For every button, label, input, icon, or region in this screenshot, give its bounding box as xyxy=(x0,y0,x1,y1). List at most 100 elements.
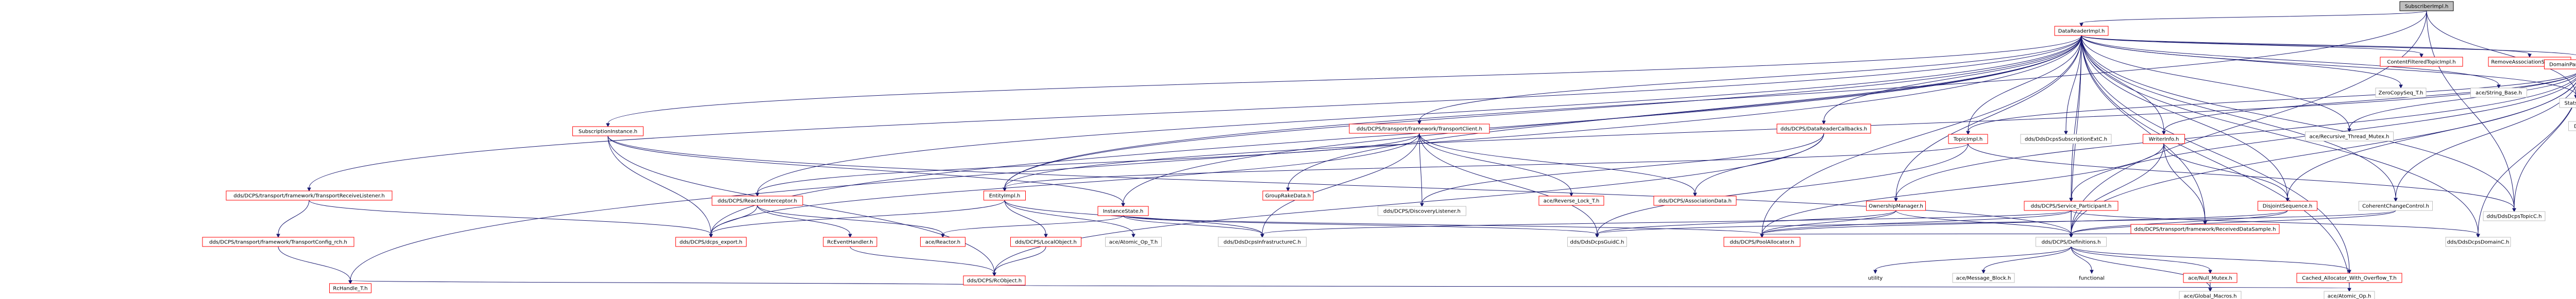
node-box xyxy=(1349,124,1490,134)
edge-line xyxy=(1419,133,1696,194)
edge-line xyxy=(757,35,2082,194)
edge-line xyxy=(1694,133,1824,194)
node-rcobj[interactable]: dds/DCPS/RcObject.h xyxy=(963,275,1026,286)
node-disjoint[interactable]: DisjointSequence.h xyxy=(2258,201,2317,211)
edge-line xyxy=(1968,73,2576,132)
edge-svcpart-to-infra xyxy=(1260,210,2072,238)
node-box xyxy=(2544,59,2576,69)
node-export[interactable]: dds/DCPS/dcps_export.h xyxy=(675,237,747,247)
edge-transclient-to-disclist xyxy=(1419,133,1424,207)
edge-drimpl-to-disjoint xyxy=(2081,35,2290,202)
node-box xyxy=(1952,273,2015,283)
edge-line xyxy=(2349,76,2576,129)
node-entity[interactable]: EntityImpl.h xyxy=(984,190,1026,201)
node-rchandle[interactable]: RcHandle_T.h xyxy=(329,283,371,293)
node-root: SubscriberImpl.h xyxy=(2399,1,2454,11)
edge-drimpl-to-subinst xyxy=(606,35,2082,128)
node-label: ace/Reactor.h xyxy=(925,240,960,245)
edge-drcb-to-disclist xyxy=(1420,133,1824,207)
node-transclient[interactable]: dds/DCPS/transport/framework/TransportCl… xyxy=(1349,124,1490,134)
edge-arrowhead xyxy=(2399,84,2403,89)
edge-line xyxy=(607,135,2072,235)
edge-dpimpl-to-wrt xyxy=(2162,74,2576,135)
node-msgblock: ace/Message_Block.h xyxy=(1952,273,2015,283)
node-box xyxy=(2179,291,2242,299)
edge-line xyxy=(2395,85,2576,199)
edge-arrowhead xyxy=(2090,270,2094,274)
node-reactori[interactable]: dds/DCPS/ReactorInterceptor.h xyxy=(711,196,803,206)
edge-arrowhead xyxy=(2069,234,2073,238)
node-atomic: ace/Atomic_Op_T.h xyxy=(1105,237,1162,247)
node-wrt[interactable]: WriterInfo.h xyxy=(2143,134,2185,144)
edge-arrowhead xyxy=(606,123,610,128)
edge-line xyxy=(607,135,1124,204)
edge-line xyxy=(2081,35,2479,235)
node-inst[interactable]: InstanceState.h xyxy=(1097,206,1149,216)
node-drimpl[interactable]: DataReaderImpl.h xyxy=(2054,26,2109,36)
edge-arrowhead xyxy=(2208,288,2212,292)
node-trl[interactable]: dds/DCPS/transport/framework/TransportRe… xyxy=(226,190,393,201)
edge-root-to-entity xyxy=(1003,10,2427,192)
node-assocdata[interactable]: dds/DCPS/AssociationData.h xyxy=(1653,196,1737,206)
edge-line xyxy=(1761,210,2288,235)
node-label: WriterInfo.h xyxy=(2149,137,2179,143)
node-disclist: dds/DCPS/DiscoveryListener.h xyxy=(1378,206,1466,216)
edge-line xyxy=(2065,35,2082,132)
edge-line xyxy=(1421,133,1824,204)
edge-line xyxy=(1761,210,1896,235)
node-cached[interactable]: Cached_Allocator_With_Overflow_T.h xyxy=(2296,273,2402,283)
edge-root-to-topicc xyxy=(2426,10,2516,213)
edge-line xyxy=(2163,143,2206,222)
edge-line xyxy=(1419,133,1572,194)
node-rcevt[interactable]: RcEventHandler.h xyxy=(823,237,877,247)
edge-arrowhead xyxy=(1569,192,1573,197)
edge-arrowhead xyxy=(941,234,945,238)
edge-arrowhead xyxy=(1420,203,1424,207)
node-box xyxy=(2483,211,2546,221)
node-box xyxy=(1866,201,1926,211)
edge-arrowhead xyxy=(1966,131,1970,135)
node-drcb[interactable]: dds/DCPS/DataReaderCallbacks.h xyxy=(1776,124,1871,134)
edge-line xyxy=(850,246,995,273)
node-cftimpl[interactable]: ContentFilteredTopicImpl.h xyxy=(2380,57,2463,67)
node-box xyxy=(2258,201,2317,211)
node-reactor[interactable]: ace/Reactor.h xyxy=(920,237,965,247)
edge-line xyxy=(2081,35,2576,96)
node-revlock[interactable]: ace/Reverse_Lock_T.h xyxy=(1538,196,1604,206)
node-label: CoherentChangeControl.h xyxy=(2362,204,2429,209)
node-localobj[interactable]: dds/DCPS/LocalObject.h xyxy=(1010,237,1081,247)
node-rds[interactable]: dds/DCPS/transport/framework/ReceivedDat… xyxy=(2130,224,2280,234)
node-label: dds/DCPS/RcObject.h xyxy=(967,278,1022,284)
edge-dpimpl-to-coherent xyxy=(2394,85,2576,202)
node-svcpart[interactable]: dds/DCPS/Service_Participant.h xyxy=(2024,201,2119,211)
node-pool[interactable]: dds/DCPS/PoolAllocator.h xyxy=(1723,237,1801,247)
edge-wrt-to-rds xyxy=(2163,143,2207,225)
edge-localobj-to-rcobj xyxy=(992,246,1046,277)
node-label: dds/DCPS/ReactorInterceptor.h xyxy=(718,199,797,204)
node-box xyxy=(226,190,393,201)
node-topicimpl[interactable]: TopicImpl.h xyxy=(1948,134,1988,144)
edge-line xyxy=(2514,98,2576,209)
node-nullmutex[interactable]: ace/Null_Mutex.h xyxy=(2183,273,2238,283)
edge-line xyxy=(278,246,351,281)
edge-arrowhead xyxy=(709,234,713,238)
node-tcfg[interactable]: dds/DCPS/transport/framework/TransportCo… xyxy=(202,237,354,247)
node-subext: dds/DdsDcpsSubscriptionExtC.h xyxy=(2020,134,2112,144)
edge-coherent-to-defs xyxy=(2069,210,2396,238)
edge-tcfg-to-rchandle xyxy=(278,246,352,285)
node-label: functional xyxy=(2079,276,2105,282)
edge-line xyxy=(710,205,758,235)
node-box xyxy=(572,126,643,136)
node-label: TopicImpl.h xyxy=(1953,137,1982,143)
node-box xyxy=(2130,224,2280,234)
node-atomicop: ace/Atomic_Op.h xyxy=(2324,291,2375,299)
node-grp[interactable]: GroupRakeData.h xyxy=(1262,190,1314,201)
edge-arrowhead xyxy=(2285,198,2290,202)
edge-line xyxy=(1419,133,1422,204)
node-owner[interactable]: OwnershipManager.h xyxy=(1866,201,1926,211)
node-dpimpl[interactable]: DomainParticipantImpl.h xyxy=(2544,59,2576,69)
node-label: dds/DCPS/Service_Participant.h xyxy=(2031,204,2112,209)
node-subinst[interactable]: SubscriptionInstance.h xyxy=(572,126,643,136)
edge-line xyxy=(994,285,2350,289)
node-label: dds/DCPS/transport/framework/TransportCl… xyxy=(1357,127,1482,132)
